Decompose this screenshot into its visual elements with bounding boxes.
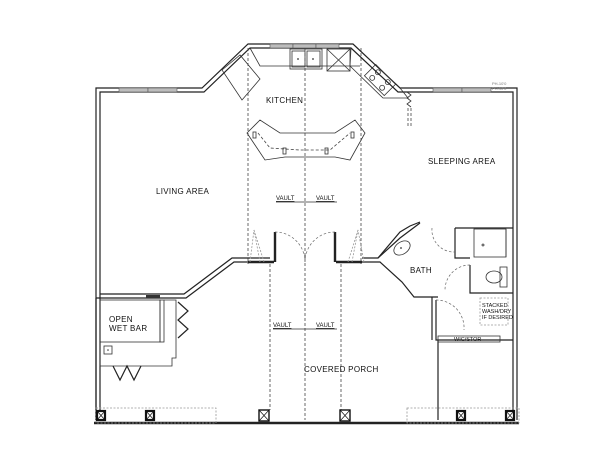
bifold-door-bottom[interactable] (112, 364, 142, 382)
range-cooktop (363, 63, 397, 97)
refrigerator (221, 54, 261, 101)
kitchen-island[interactable] (246, 119, 366, 161)
vault-markers-upper: VAULT VAULT (276, 196, 337, 203)
toilet (485, 266, 508, 288)
vault-label: VAULT (273, 323, 292, 329)
room-label-wic: WIC/STOR (454, 337, 481, 343)
stacked-note-1: STACKED (482, 303, 508, 309)
windows-living-top (118, 87, 178, 93)
windows-sleeping-top (432, 87, 492, 93)
stacked-washer-dryer: STACKED WASH/DRY IF DESIRED (479, 297, 513, 326)
vault-label: VAULT (276, 196, 295, 202)
room-label-wet-bar-2: WET BAR (109, 324, 147, 333)
windows-kitchen-top (269, 43, 340, 49)
bath-sink (393, 240, 411, 256)
vault-lines (247, 48, 362, 420)
sidelight-right (347, 229, 365, 263)
room-label-wet-bar-1: OPEN (109, 315, 133, 324)
room-label-porch: COVERED PORCH (304, 365, 379, 374)
vault-label: VAULT (316, 323, 335, 329)
vault-label: VAULT (316, 196, 335, 202)
room-label-sleeping: SLEEPING AREA (428, 157, 496, 166)
bifold-door-side[interactable] (177, 301, 189, 339)
french-doors[interactable] (274, 231, 336, 263)
bath-door-swing[interactable] (431, 227, 456, 253)
porch-posts (95, 407, 520, 424)
bath-walls (377, 221, 513, 420)
toilet-door-swing[interactable] (444, 264, 471, 291)
ph-note-2: PH-10'0 (492, 86, 507, 91)
room-label-kitchen: KITCHEN (266, 96, 303, 105)
shower (473, 228, 507, 258)
zigzag-symbol (406, 91, 412, 108)
wet-bar (95, 295, 177, 420)
room-label-living: LIVING AREA (156, 187, 209, 196)
stacked-note-3: IF DESIRED (482, 315, 513, 321)
vault-markers-lower: VAULT VAULT (273, 323, 337, 330)
ph-note-1: PH-10'0 (492, 81, 507, 86)
kitchen-counters (221, 47, 412, 127)
wic-door-swing[interactable] (435, 299, 465, 331)
room-label-bath: BATH (410, 266, 432, 275)
dishwasher (326, 48, 351, 72)
sidelight-left (249, 229, 265, 263)
interior-wall-porch (96, 222, 438, 299)
stacked-note-2: WASH/DRY (482, 309, 512, 315)
